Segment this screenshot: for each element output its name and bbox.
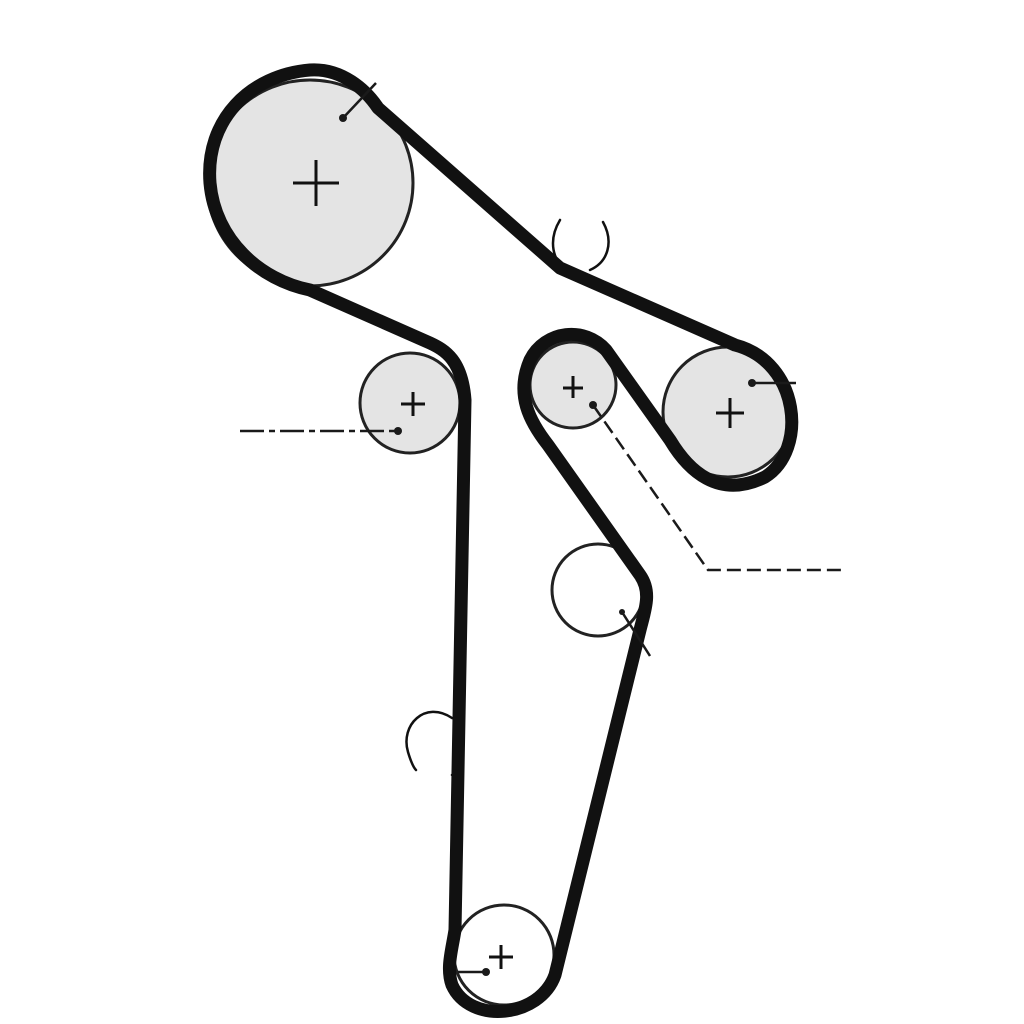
center-mark-icon	[563, 376, 583, 398]
leader-dot	[619, 609, 625, 615]
center-mark-icon	[401, 392, 425, 416]
rotation-arrow-upper-icon	[551, 218, 610, 272]
leader-lines	[240, 82, 842, 976]
leader-dot	[339, 114, 347, 122]
center-mark-icon	[293, 160, 339, 206]
timing-belt-outer	[203, 63, 799, 1018]
rotation-arrow-left-icon	[405, 710, 462, 777]
pulleys	[205, 78, 795, 1007]
pulley-tensioner	[358, 351, 462, 455]
center-mark-icon	[489, 945, 513, 969]
leader-dot	[748, 379, 756, 387]
rotation-arrows	[405, 218, 610, 777]
leader-camshaft	[342, 82, 377, 119]
leader-dot	[589, 401, 597, 409]
leader-idler-lower	[620, 611, 652, 657]
leader-idler-upper	[591, 404, 842, 572]
leader-dot	[394, 427, 402, 435]
leader-dot	[482, 968, 490, 976]
center-mark-icon	[716, 398, 744, 428]
